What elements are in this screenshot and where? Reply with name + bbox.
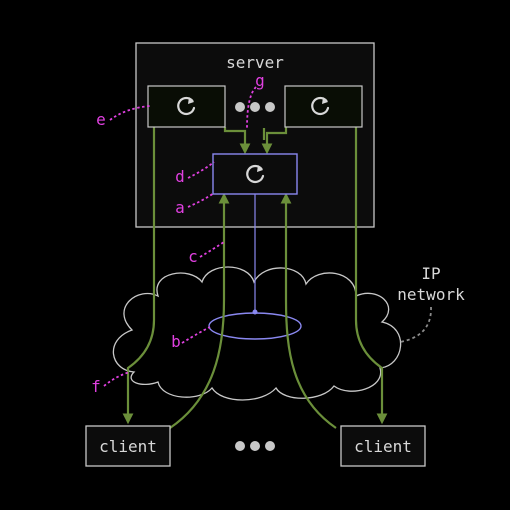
interface-node bbox=[252, 309, 258, 315]
client-box-left bbox=[85, 425, 171, 467]
thread-box-left bbox=[147, 85, 226, 128]
connection-right-client-to-listener bbox=[280, 192, 337, 429]
ellipsis-dots-icon bbox=[235, 441, 275, 451]
thread-box-right bbox=[284, 85, 363, 128]
connection-right-thread-down bbox=[261, 127, 288, 155]
callout-leader-e bbox=[109, 105, 151, 121]
callout-leader-d bbox=[187, 161, 215, 179]
network-label-line1: IP bbox=[421, 264, 440, 283]
connection-left-client-to-listener bbox=[169, 192, 230, 429]
callout-leader-g bbox=[246, 86, 257, 129]
listener-box bbox=[212, 153, 298, 195]
ip-network-cloud bbox=[112, 266, 402, 401]
callout-leader-a bbox=[187, 192, 215, 208]
refresh-icon bbox=[177, 96, 196, 116]
server-label: server bbox=[226, 53, 284, 72]
connection-left-thread-to-left-client bbox=[122, 127, 156, 425]
refresh-icon bbox=[246, 164, 265, 184]
refresh-icon bbox=[311, 96, 330, 116]
callout-a: a bbox=[175, 198, 185, 217]
callout-leader-f bbox=[103, 371, 131, 387]
callout-b: b bbox=[171, 332, 181, 351]
network-leader-line bbox=[399, 306, 432, 343]
connection-left-thread-down bbox=[223, 127, 251, 155]
callout-g: g bbox=[255, 71, 265, 90]
callout-e: e bbox=[96, 110, 106, 129]
client-label-right: client bbox=[354, 437, 412, 456]
client-label-left: client bbox=[99, 437, 157, 456]
callout-d: d bbox=[175, 167, 185, 186]
connection-right-thread-to-right-client bbox=[354, 127, 388, 425]
callout-leaders bbox=[103, 86, 257, 387]
callout-leader-c bbox=[199, 241, 225, 258]
client-box-right bbox=[340, 425, 426, 467]
ellipsis-dots-icon bbox=[235, 102, 275, 112]
callout-f: f bbox=[91, 377, 101, 396]
callout-c: c bbox=[188, 247, 198, 266]
network-label-line2: network bbox=[397, 285, 465, 304]
